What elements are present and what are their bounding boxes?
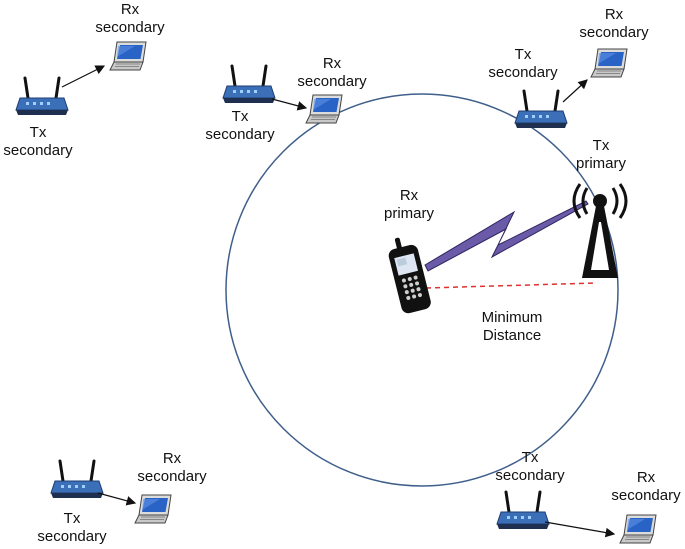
wifi-router-icon (495, 490, 551, 531)
wifi-router-icon (49, 459, 105, 500)
laptop-icon (109, 41, 147, 71)
link-arrow (562, 79, 588, 103)
link-arrow (544, 521, 616, 538)
coverage-circle (225, 93, 619, 487)
transmission-tower-icon (572, 183, 628, 278)
wifi-router-icon (221, 64, 277, 105)
link-arrow (61, 65, 106, 88)
link-arrow (97, 492, 137, 506)
wifi-router-icon (14, 76, 70, 117)
laptop-icon (619, 514, 657, 544)
wifi-router-icon (513, 89, 569, 130)
laptop-icon (590, 48, 628, 78)
laptop-icon (305, 94, 343, 124)
mobile-phone-icon (388, 237, 431, 314)
minimum-distance-line (425, 282, 597, 289)
link-arrow (271, 98, 308, 111)
lightning-link-icon (424, 200, 589, 272)
laptop-icon (134, 494, 172, 524)
